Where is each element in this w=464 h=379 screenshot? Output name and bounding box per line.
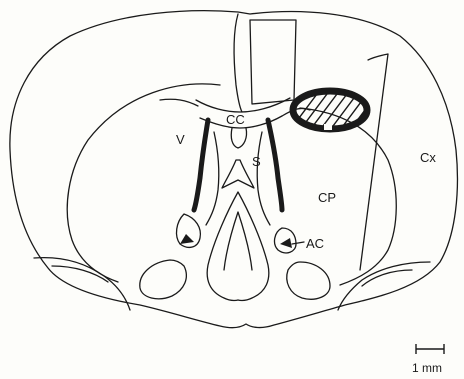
anterior-commissure-right-core bbox=[280, 238, 292, 248]
lesion-ring bbox=[293, 91, 367, 129]
ventral-contour-left bbox=[34, 258, 130, 310]
lateral-ventricle-right bbox=[268, 120, 282, 210]
anterior-commissure-left-core bbox=[180, 234, 194, 244]
septum-right-border bbox=[257, 132, 270, 225]
ventral-contour-right-inner bbox=[362, 270, 412, 286]
corpus-callosum-left-wing bbox=[160, 99, 198, 106]
third-ventricle bbox=[222, 160, 254, 188]
corpus-callosum-upper bbox=[196, 98, 290, 112]
midline-wedge-inner bbox=[224, 212, 252, 270]
ventral-lobe-right bbox=[287, 262, 330, 299]
ventral-lobe-left bbox=[140, 260, 187, 299]
cortex-cut-line bbox=[360, 54, 388, 270]
label-s: S bbox=[252, 154, 261, 169]
midline-wedge bbox=[207, 192, 269, 301]
label-cc: CC bbox=[226, 112, 245, 127]
guide-cannula bbox=[250, 20, 296, 104]
lesion-ring-gap bbox=[324, 124, 332, 130]
septum-left-border bbox=[206, 132, 219, 225]
midline-fissure bbox=[234, 14, 242, 112]
label-v: V bbox=[176, 132, 185, 147]
label-cx: Cx bbox=[420, 150, 436, 165]
ac-pointer bbox=[292, 242, 304, 244]
label-ac: AC bbox=[306, 236, 324, 251]
septum-pellucidum bbox=[231, 128, 246, 148]
label-cp: CP bbox=[318, 190, 336, 205]
scale-bar-label: 1 mm bbox=[412, 361, 442, 375]
cortex-inner-border-right bbox=[300, 108, 396, 285]
anterior-commissure-right-outline bbox=[275, 228, 296, 253]
lateral-ventricle-left bbox=[194, 120, 208, 210]
scale-bar bbox=[416, 344, 444, 354]
